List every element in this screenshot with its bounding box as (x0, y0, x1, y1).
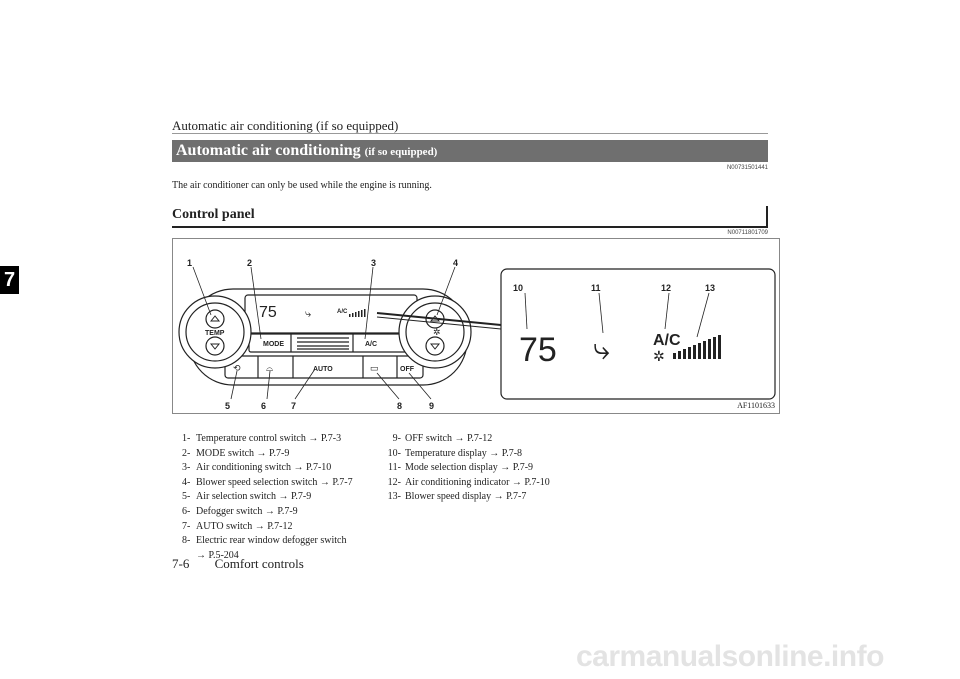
legend-item: 9-OFF switch → P.7-12 (392, 433, 493, 444)
callout-13: 13 (705, 283, 715, 293)
section-title-bar: Automatic air conditioning (if so equipp… (172, 140, 768, 162)
legend-right: 9-OFF switch → P.7-12 10-Temperature dis… (383, 432, 603, 505)
rear-defogger-icon: ▭ (370, 363, 379, 373)
zoom-blower-bars (673, 335, 721, 359)
panel-ac-small-label: A/C (337, 309, 348, 315)
subsection-title: Control panel (172, 206, 768, 228)
callout-2: 2 (247, 258, 252, 268)
zoom-mode-icon: ⤷ (593, 333, 610, 366)
callout-4: 4 (453, 258, 458, 268)
mode-button-label: MODE (263, 341, 284, 348)
control-panel-illustration: ✲ TEMP 75 ⤷ A/C MODE A/C AUTO OFF ⟲ ⌓ ▭ … (178, 258, 776, 411)
ac-button-label: A/C (365, 341, 377, 348)
callout-3: 3 (371, 258, 376, 268)
section-code: N00731501441 (726, 165, 768, 171)
legend-item: 6-Defogger switch → P.7-9 (182, 505, 298, 517)
defogger-icon: ⌓ (266, 363, 273, 373)
callout-7: 7 (291, 401, 296, 411)
section-title: Automatic air conditioning (176, 142, 361, 159)
legend-item: 13-Blower speed display → P.7-7 (387, 491, 527, 503)
callout-12: 12 (661, 283, 671, 293)
legend-item: 2-MODE switch → P.7-9 (182, 447, 290, 459)
legend-item: 12-Air conditioning indicator → P.7-10 (387, 476, 550, 488)
zoom-temp-readout: 75 (519, 331, 557, 369)
callout-8: 8 (397, 401, 402, 411)
air-selection-icon: ⟲ (233, 363, 241, 373)
legend-left: 1-Temperature control switch → P.7-3 2-M… (182, 432, 378, 563)
callout-6: 6 (261, 401, 266, 411)
intro-text: The air conditioner can only be used whi… (172, 180, 432, 191)
header-rule (172, 133, 768, 134)
zoom-fan-icon: ✲ (653, 348, 665, 364)
legend-item: 5-Air selection switch → P.7-9 (182, 491, 312, 503)
page-footer: 7-6 Comfort controls (172, 556, 326, 572)
panel-temp-readout: 75 (259, 304, 277, 321)
panel-body (178, 288, 472, 386)
section-title-suffix: (if so equipped) (364, 146, 438, 158)
zoom-ac-indicator: A/C (653, 332, 681, 349)
subsection-code: N00711801709 (727, 230, 768, 236)
auto-button-label: AUTO (313, 366, 333, 373)
callout-11: 11 (591, 283, 601, 293)
legend-item: 11-Mode selection display → P.7-9 (388, 462, 534, 474)
callout-5: 5 (225, 401, 230, 411)
page-number: 7-6 (172, 556, 190, 571)
legend-item: 3-Air conditioning switch → P.7-10 (182, 462, 332, 474)
chapter-name: Comfort controls (214, 556, 304, 571)
off-button-label: OFF (400, 366, 415, 373)
legend-item: 1-Temperature control switch → P.7-3 (182, 433, 342, 444)
legend-item: 4-Blower speed selection switch → P.7-7 (182, 476, 353, 488)
legend-item: 10-Temperature display → P.7-8 (387, 447, 523, 459)
panel-blower-bars (349, 309, 366, 317)
legend-item: 8-Electric rear window defogger switch (182, 535, 347, 547)
figure-id: AF1101633 (737, 401, 775, 410)
control-panel-figure: ✲ TEMP 75 ⤷ A/C MODE A/C AUTO OFF ⟲ ⌓ ▭ … (172, 238, 780, 414)
legend-item-continuation: → P.5-204 (196, 549, 239, 561)
watermark: carmanualsonline.info (576, 640, 884, 673)
running-head: Automatic air conditioning (if so equipp… (172, 118, 399, 133)
callout-10: 10 (513, 283, 523, 293)
chapter-tab: 7 (0, 266, 19, 294)
callout-1: 1 (187, 258, 192, 268)
fan-icon: ✲ (433, 327, 441, 337)
temp-label: TEMP (205, 330, 225, 337)
legend-item: 7-AUTO switch → P.7-12 (182, 520, 293, 532)
panel-mode-icon: ⤷ (305, 308, 312, 320)
callout-9: 9 (429, 401, 434, 411)
